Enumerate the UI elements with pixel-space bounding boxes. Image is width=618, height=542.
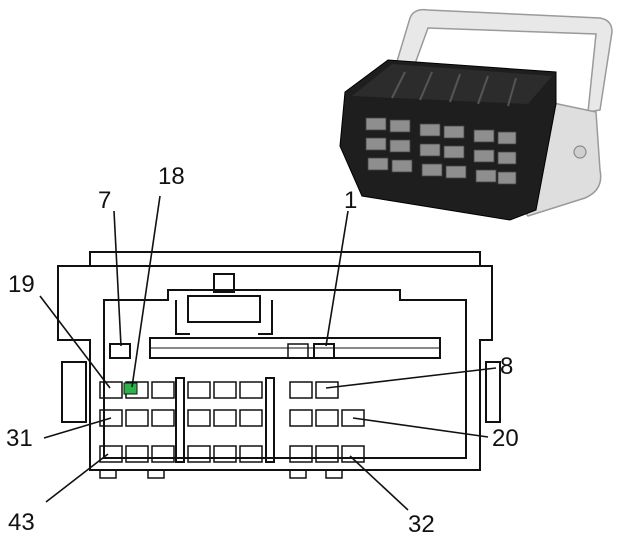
- leader-pin-43: [45, 453, 109, 503]
- leader-pin-19: [39, 295, 111, 389]
- leader-pin-20: [352, 417, 489, 438]
- top-ribs: [391, 71, 517, 107]
- label-pin-7: 7: [98, 187, 111, 214]
- connector-face: [57, 251, 501, 479]
- label-pin-18: 18: [158, 163, 185, 190]
- pin-18-highlight: [123, 382, 138, 395]
- column-dividers: [175, 377, 275, 463]
- label-pin-43: 43: [8, 509, 35, 536]
- leader-pin-8: [325, 367, 497, 389]
- pin-row-3: [99, 445, 365, 463]
- label-pin-20: 20: [492, 425, 519, 452]
- leader-pin-7: [113, 210, 122, 347]
- label-pin-31: 31: [6, 425, 33, 452]
- cavity-pin-7: [109, 343, 131, 359]
- label-pin-1: 1: [344, 187, 357, 214]
- connector-photo: [339, 8, 613, 221]
- inner-frame: [103, 289, 467, 459]
- latch-pivot: [573, 145, 587, 159]
- leader-pin-1: [325, 210, 349, 347]
- leader-pin-31: [43, 417, 112, 439]
- leader-lines: [39, 195, 497, 511]
- latch-frame: [394, 8, 613, 113]
- cavity-pin-1: [313, 343, 335, 359]
- leader-pin-18: [131, 195, 161, 388]
- left-clip: [61, 361, 87, 423]
- center-latch: [149, 273, 441, 359]
- label-pin-19: 19: [8, 271, 35, 298]
- pin-row-2: [99, 409, 365, 427]
- pin-labels: 7 18 1 19 8 20 31 43 32: [6, 163, 519, 538]
- photo-cavities: [365, 117, 517, 185]
- housing-top-band: [89, 251, 481, 267]
- right-clip: [485, 361, 501, 423]
- label-pin-8: 8: [500, 353, 513, 380]
- connector-top: [352, 64, 552, 104]
- bottom-feet: [99, 469, 343, 479]
- label-pin-32: 32: [408, 511, 435, 538]
- leader-pin-32: [349, 455, 409, 511]
